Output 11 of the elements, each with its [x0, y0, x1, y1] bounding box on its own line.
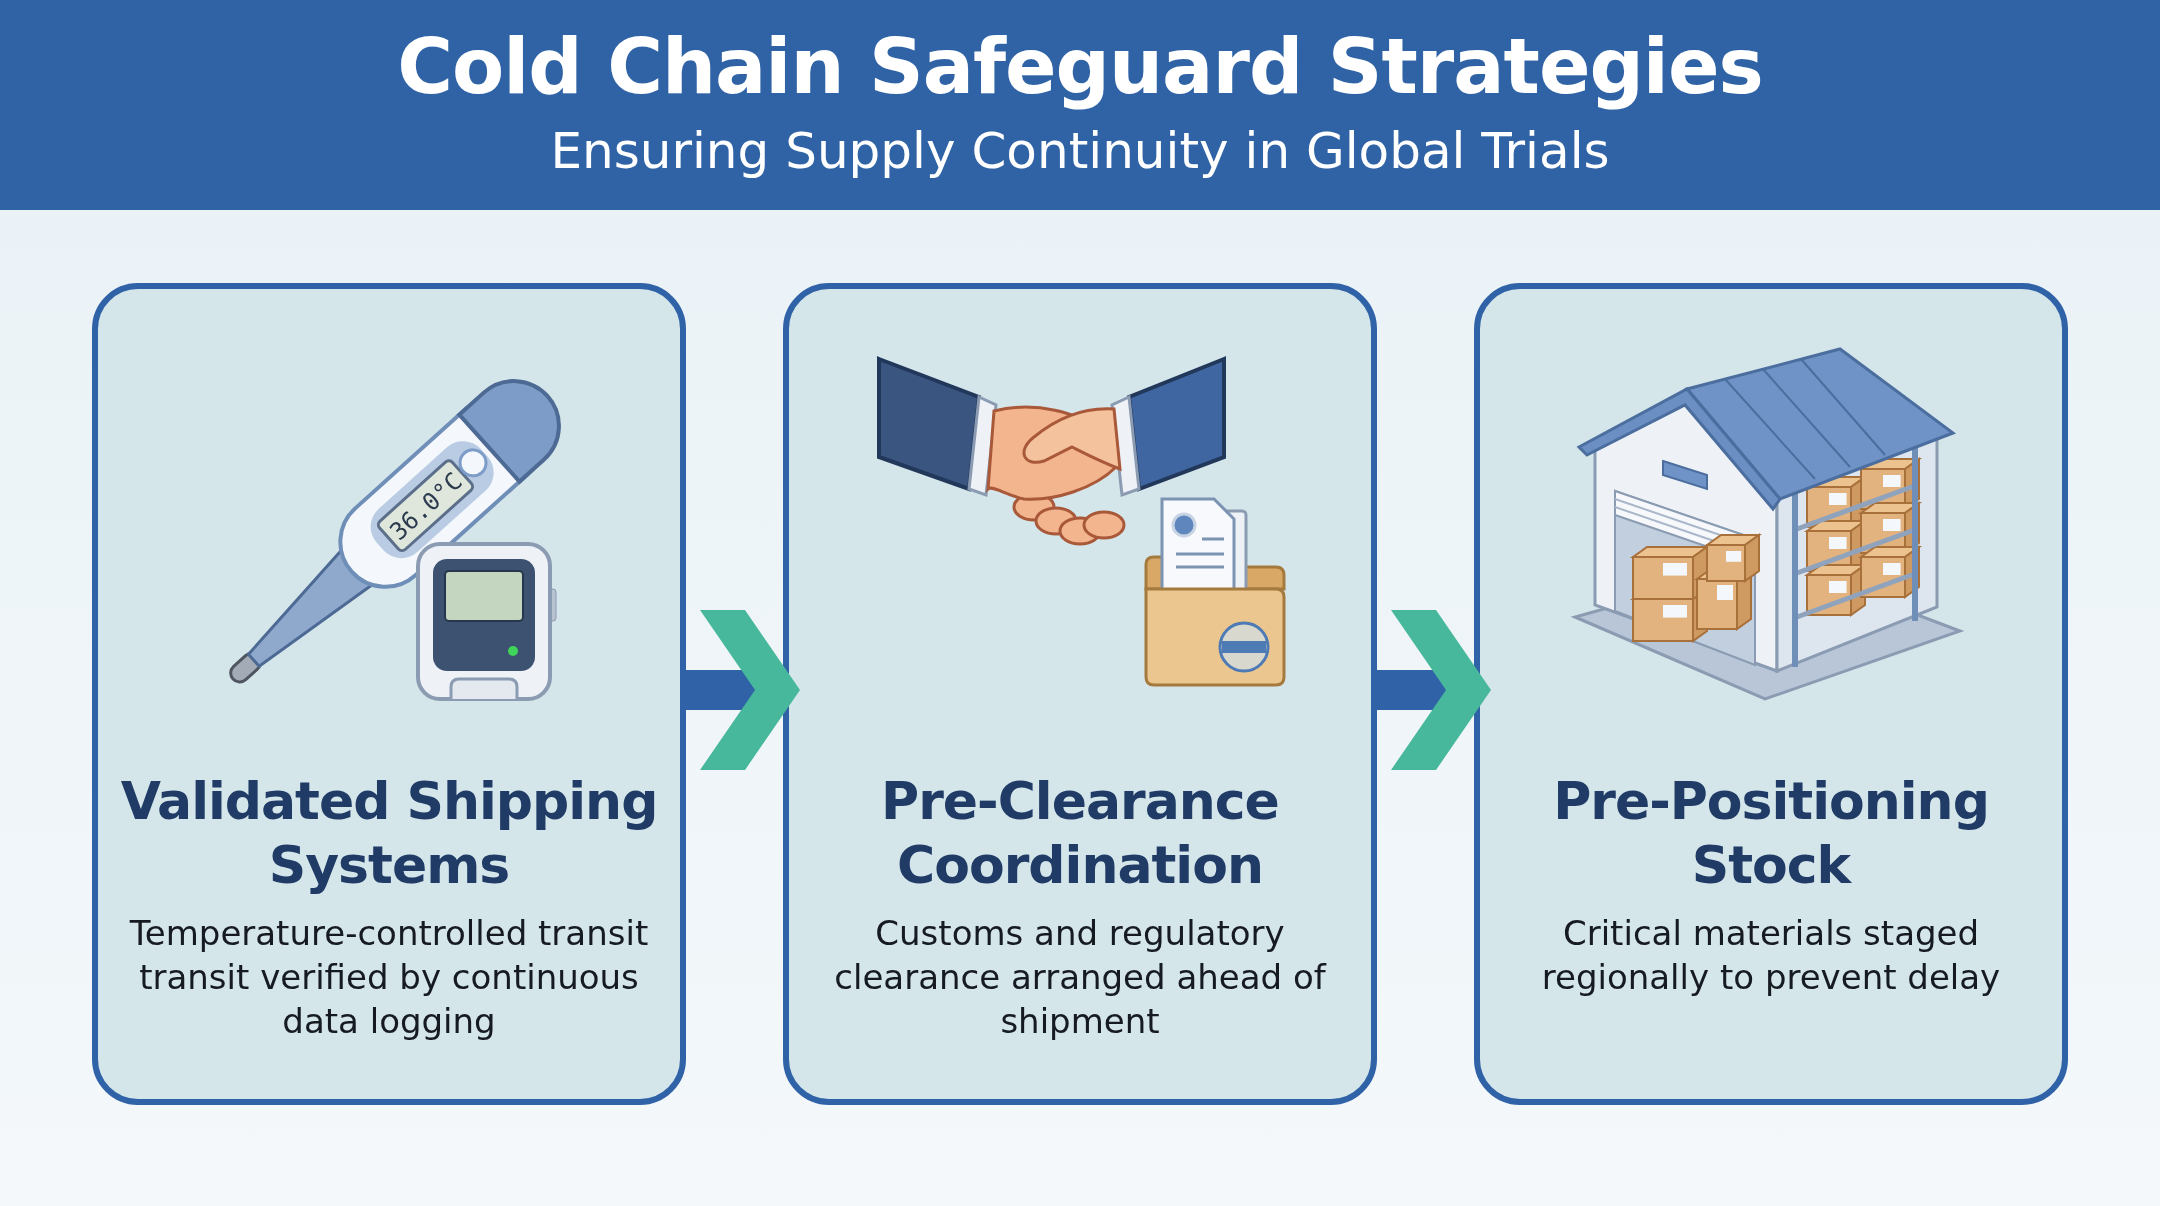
step-card	[92, 283, 686, 1105]
step-description: Critical materials staged regionally to prevent delay	[1540, 912, 2002, 999]
subtitle: Ensuring Supply Continuity in Global Trials	[549, 122, 1611, 180]
step-description: Customs and regulatory clearance arranged ahead of shipment	[833, 912, 1328, 1043]
step-heading: Pre-Clearance Coordination	[880, 770, 1280, 897]
step-description: Temperature-controlled transit transit verified by continuous data logging	[128, 912, 650, 1043]
step-card	[783, 283, 1377, 1105]
title: Cold Chain Safeguard Strategies	[396, 22, 1764, 111]
step-card	[1474, 283, 2068, 1105]
step-heading: Validated Shipping Systems	[119, 770, 659, 897]
step-heading: Pre-Positioning Stock	[1552, 770, 1990, 897]
